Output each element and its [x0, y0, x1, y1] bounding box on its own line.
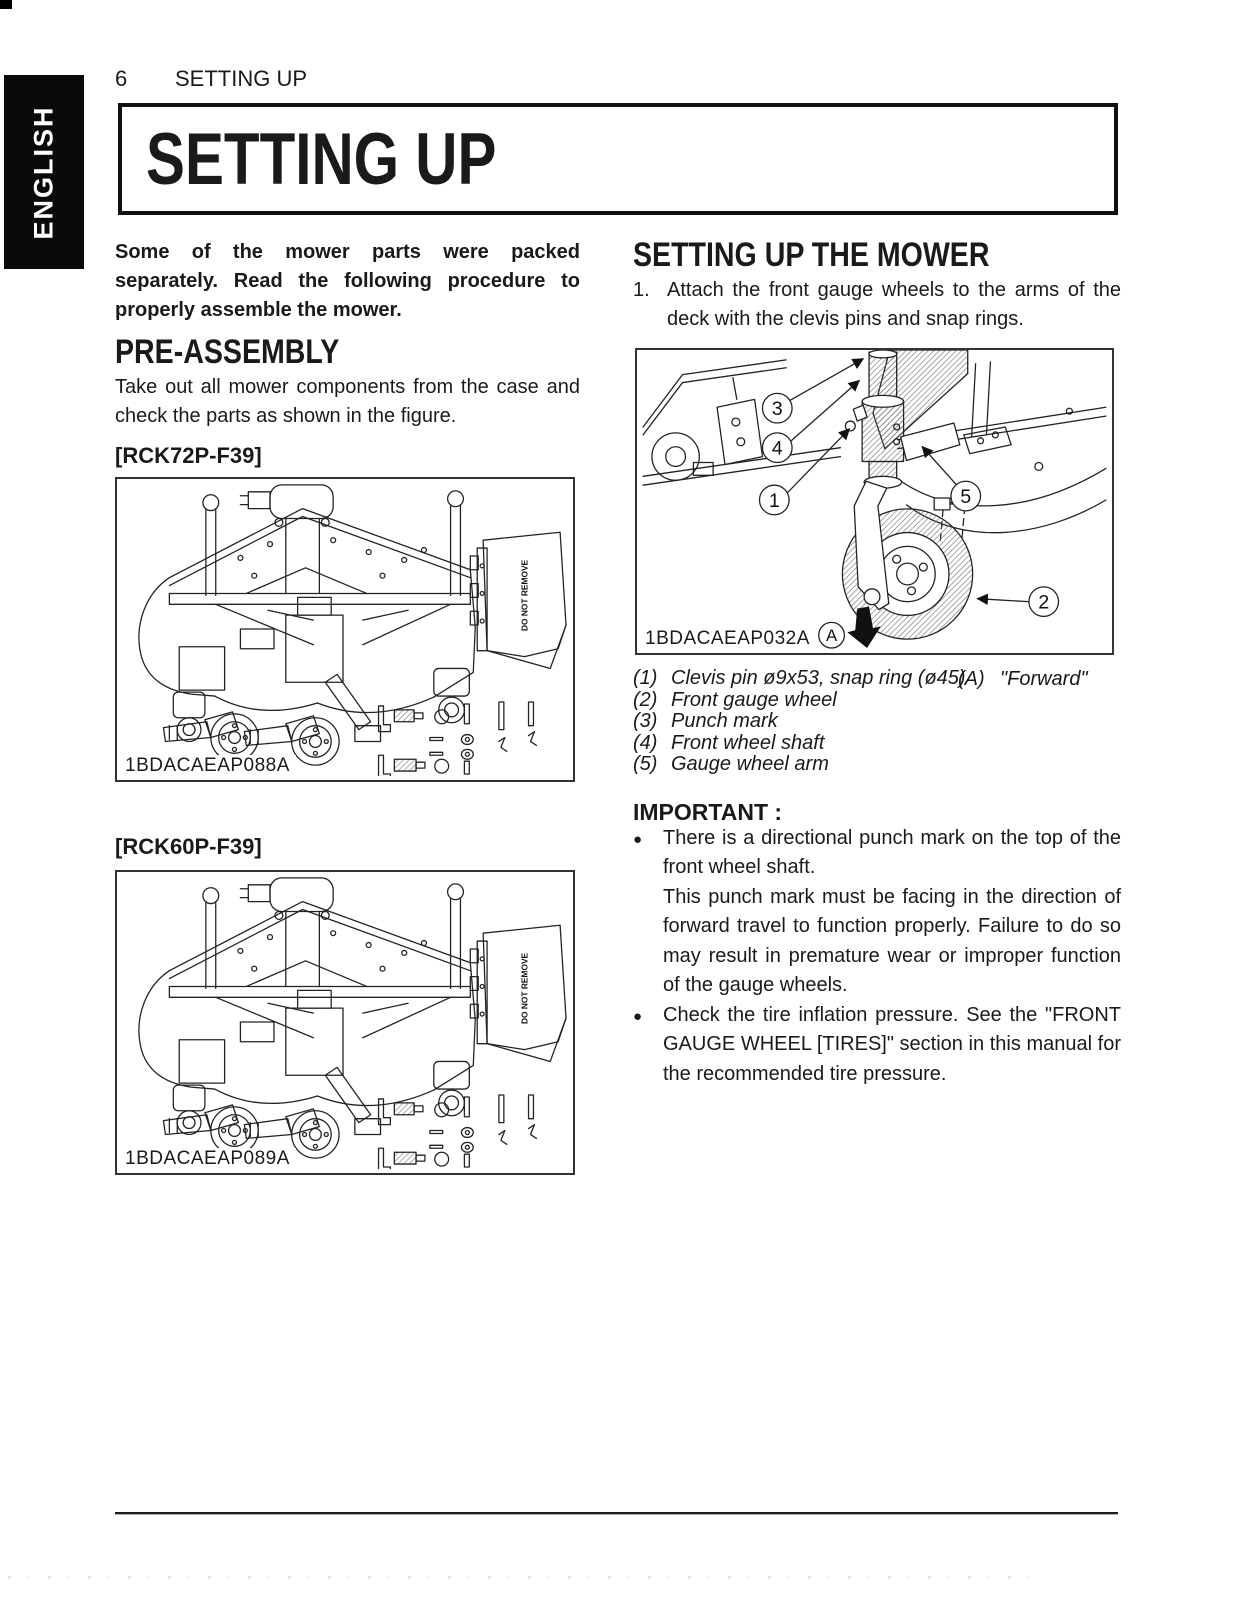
legend-row: (1) Clevis pin ø9x53, snap ring (ø45) [633, 667, 1121, 690]
pre-assembly-body: Take out all mower components from the c… [115, 376, 580, 427]
do-not-remove-label: DO NOT REMOVE [520, 559, 530, 631]
legend-row: (5) Gauge wheel arm [633, 753, 1121, 776]
important-bullet: ● Check the tire inflation pressure. See… [633, 1001, 1121, 1090]
important-heading: IMPORTANT : [633, 798, 783, 825]
important-bullet: ● There is a directional punch mark on t… [633, 824, 1121, 1001]
legend-label: Gauge wheel arm [671, 753, 829, 775]
bullet-text: There is a directional punch mark on the… [663, 826, 1121, 997]
figure-rck72p-deck: DO NOT REMOVE 1BDACAEAP088A [115, 477, 575, 782]
footer-faint-print [8, 1576, 1048, 1579]
mower-deck-drawing: DO NOT REMOVE [138, 877, 567, 1169]
figure-caption: 1BDACAEAP088A [125, 755, 296, 777]
page-header: 6 SETTING UP [115, 66, 307, 92]
chapter-title-box: SETTING UP [118, 103, 1118, 215]
callout-1: 1 [769, 490, 780, 512]
left-column: Some of the mower parts were packed sepa… [115, 238, 580, 1175]
mower-deck-drawing: DO NOT REMOVE [138, 484, 567, 776]
model-label-rck72p: [RCK72P-F39] [115, 443, 262, 468]
step-number: 1. [633, 279, 650, 301]
scan-corner-mark [0, 0, 12, 9]
legend-key: (5) [633, 753, 658, 775]
important-list: ● There is a directional punch mark on t… [633, 824, 1121, 1090]
page-number: 6 [115, 66, 128, 91]
legend-key: (1) [633, 667, 658, 689]
language-tab-label: ENGLISH [28, 104, 59, 240]
step-1: 1. Attach the front gauge wheels to the … [633, 276, 1121, 334]
callout-a: A [826, 626, 838, 645]
callout-4: 4 [772, 438, 783, 460]
callout-5: 5 [960, 486, 971, 508]
heading-pre-assembly: PRE-ASSEMBLY [115, 333, 340, 371]
intro-paragraph: Some of the mower parts were packed sepa… [115, 241, 580, 321]
bullet-text: Check the tire inflation pressure. See t… [663, 1003, 1121, 1085]
figure-caption: 1BDACAEAP089A [125, 1148, 296, 1170]
figure-caption: 1BDACAEAP032A [645, 628, 816, 650]
legend-label: Clevis pin ø9x53, snap ring (ø45) [671, 667, 966, 689]
right-column: SETTING UP THE MOWER 1. Attach the front… [633, 238, 1121, 1089]
step-text: Attach the front gauge wheels to the arm… [667, 279, 1121, 330]
figure-gauge-wheel: 3 4 1 5 2 A 1BDACAEAP032A [635, 348, 1114, 655]
legend-label: "Forward" [1000, 668, 1088, 690]
header-section-title: SETTING UP [175, 66, 308, 91]
legend-label: Punch mark [671, 710, 778, 732]
legend-label: Front wheel shaft [671, 731, 825, 754]
footer-rule [115, 1512, 1118, 1515]
model-label-rck60p: [RCK60P-F39] [115, 834, 262, 859]
legend-key: (4) [633, 731, 658, 754]
chapter-title: SETTING UP [146, 118, 497, 200]
do-not-remove-label: DO NOT REMOVE [520, 952, 530, 1024]
callout-3: 3 [772, 398, 783, 420]
legend-label: Front gauge wheel [671, 688, 837, 711]
heading-setting-up-mower: SETTING UP THE MOWER [633, 236, 990, 274]
parts-legend: (1) Clevis pin ø9x53, snap ring (ø45) (2… [633, 667, 1121, 776]
legend-row: (2) Front gauge wheel [633, 688, 1121, 712]
legend-row: (3) Punch mark [633, 710, 1121, 733]
figure-rck60p-deck: DO NOT REMOVE 1BDACAEAP089A [115, 870, 575, 1175]
legend-key: (2) [633, 688, 658, 711]
legend-key: (3) [633, 710, 658, 732]
legend-row: (4) Front wheel shaft [633, 731, 1121, 755]
gauge-wheel-drawing: 3 4 1 5 2 A [642, 350, 1107, 649]
legend-forward-note: (A) "Forward" [958, 668, 1088, 691]
bullet-marker: ● [633, 1007, 643, 1025]
language-tab: ENGLISH [4, 75, 84, 269]
callout-2: 2 [1038, 592, 1049, 614]
bullet-marker: ● [633, 830, 643, 848]
legend-key: (A) [958, 668, 985, 690]
